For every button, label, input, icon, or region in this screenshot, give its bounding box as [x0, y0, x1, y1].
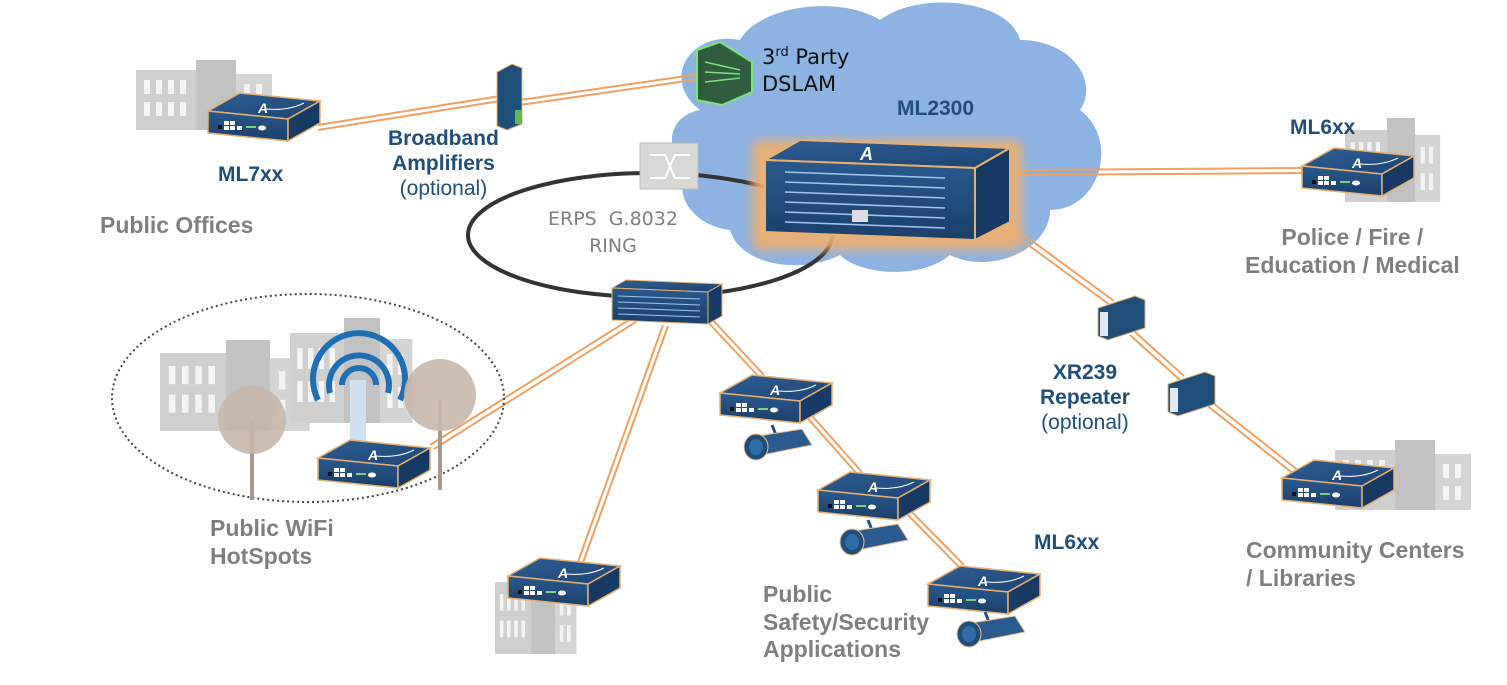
ml2300-chassis: A [752, 138, 1022, 250]
erps-ring-label-line1: ERPS G.8032 [548, 208, 678, 230]
fiber-links [317, 73, 1306, 572]
fiber-ml7xx-amplifier [317, 95, 501, 131]
svg-text:A: A [859, 144, 873, 164]
wifi-device-icon [317, 439, 431, 489]
fiber-aggregation-wifi [429, 317, 637, 450]
police-fire-education-medical-label: Police / Fire / Education / Medical [1245, 224, 1460, 279]
ml6xx-bottom-label: ML6xx [1034, 531, 1100, 554]
dslam-label-superscript: rd [775, 45, 789, 60]
ml2300-label: ML2300 [897, 97, 975, 120]
erps-ring-label-line2: RING [589, 234, 637, 257]
security-camera-icon-3 [955, 610, 1027, 649]
erps-ring-label: ERPS G.8032 RING [548, 206, 678, 259]
wifi-label-line1: Public WiFi [210, 515, 334, 541]
wifi-label-line2: HotSpots [210, 542, 313, 569]
public-wifi-hotspots-label: Public WiFi HotSpots [210, 515, 334, 570]
building-device-icon [507, 557, 621, 607]
community-label-line1: Community Centers [1246, 537, 1465, 563]
fiber-core-repeater [1004, 223, 1115, 306]
aggregation-chassis [610, 279, 724, 325]
broadband-amplifiers-label: Broadband Amplifiers (optional) [388, 126, 499, 202]
ml6xx-top-label: ML6xx [1290, 116, 1356, 139]
community-centers-libraries-label: Community Centers / Libraries [1246, 537, 1465, 592]
repeater-label-optional: (optional) [1041, 411, 1129, 435]
fiber-aggregation-building [574, 324, 669, 572]
repeater-icon-2 [1167, 371, 1216, 417]
wifi-tower-icon [350, 380, 366, 450]
security-camera-icon-1 [742, 423, 814, 462]
fiber-core-ml6xx-top [1014, 167, 1306, 176]
safety-label-line2: Safety/Security [763, 608, 930, 635]
community-label-line2: / Libraries [1246, 564, 1356, 591]
camera-device-icon-3 [927, 565, 1041, 615]
police-label-line1: Police / Fire / [1281, 224, 1424, 250]
public-offices-label: Public Offices [100, 212, 254, 238]
repeater-label-name: Repeater [1040, 386, 1130, 410]
dslam-label-line2: DSLAM [762, 72, 837, 97]
public-safety-security-label: Public Safety/Security Applications [763, 581, 929, 664]
amplifiers-label-optional: (optional) [399, 177, 488, 201]
broadband-amplifier-icon [496, 63, 523, 131]
fiber-aggregation-camera1 [705, 316, 765, 379]
tree-icon-left [218, 386, 286, 500]
safety-label-line1: Public [763, 581, 833, 607]
fiber-repeater-repeater [1129, 330, 1185, 381]
wifi-hotspot-area [111, 293, 505, 503]
fiber-camera1-camera2 [801, 408, 863, 476]
dslam-label-party: Party [788, 45, 850, 69]
fiber-repeater-community [1199, 395, 1300, 476]
security-camera-icon-2 [838, 518, 910, 557]
fiber-camera2-camera3 [902, 506, 965, 569]
ring-switch-icon [639, 142, 699, 190]
camera-device-icon-1 [719, 374, 833, 424]
safety-label-line3: Applications [763, 636, 902, 663]
police-label-line2: Education / Medical [1245, 251, 1460, 278]
amplifiers-label-line1: Broadband [388, 127, 499, 150]
repeater-label-model: XR239 [1052, 361, 1118, 384]
amplifiers-label-line2: Amplifiers [392, 152, 495, 176]
fiber-amplifier-dslam [519, 73, 701, 106]
dslam-label-number: 3 [762, 45, 776, 69]
tree-icon-right [404, 359, 476, 490]
ml7xx-label: ML7xx [218, 163, 284, 186]
dslam-label: 3rd Party DSLAM [762, 44, 849, 99]
xr239-repeater-label: XR239 Repeater (optional) [1040, 360, 1130, 436]
dslam-icon [696, 40, 753, 107]
wifi-signal-icon [310, 330, 408, 402]
repeater-icon-1 [1097, 295, 1146, 341]
